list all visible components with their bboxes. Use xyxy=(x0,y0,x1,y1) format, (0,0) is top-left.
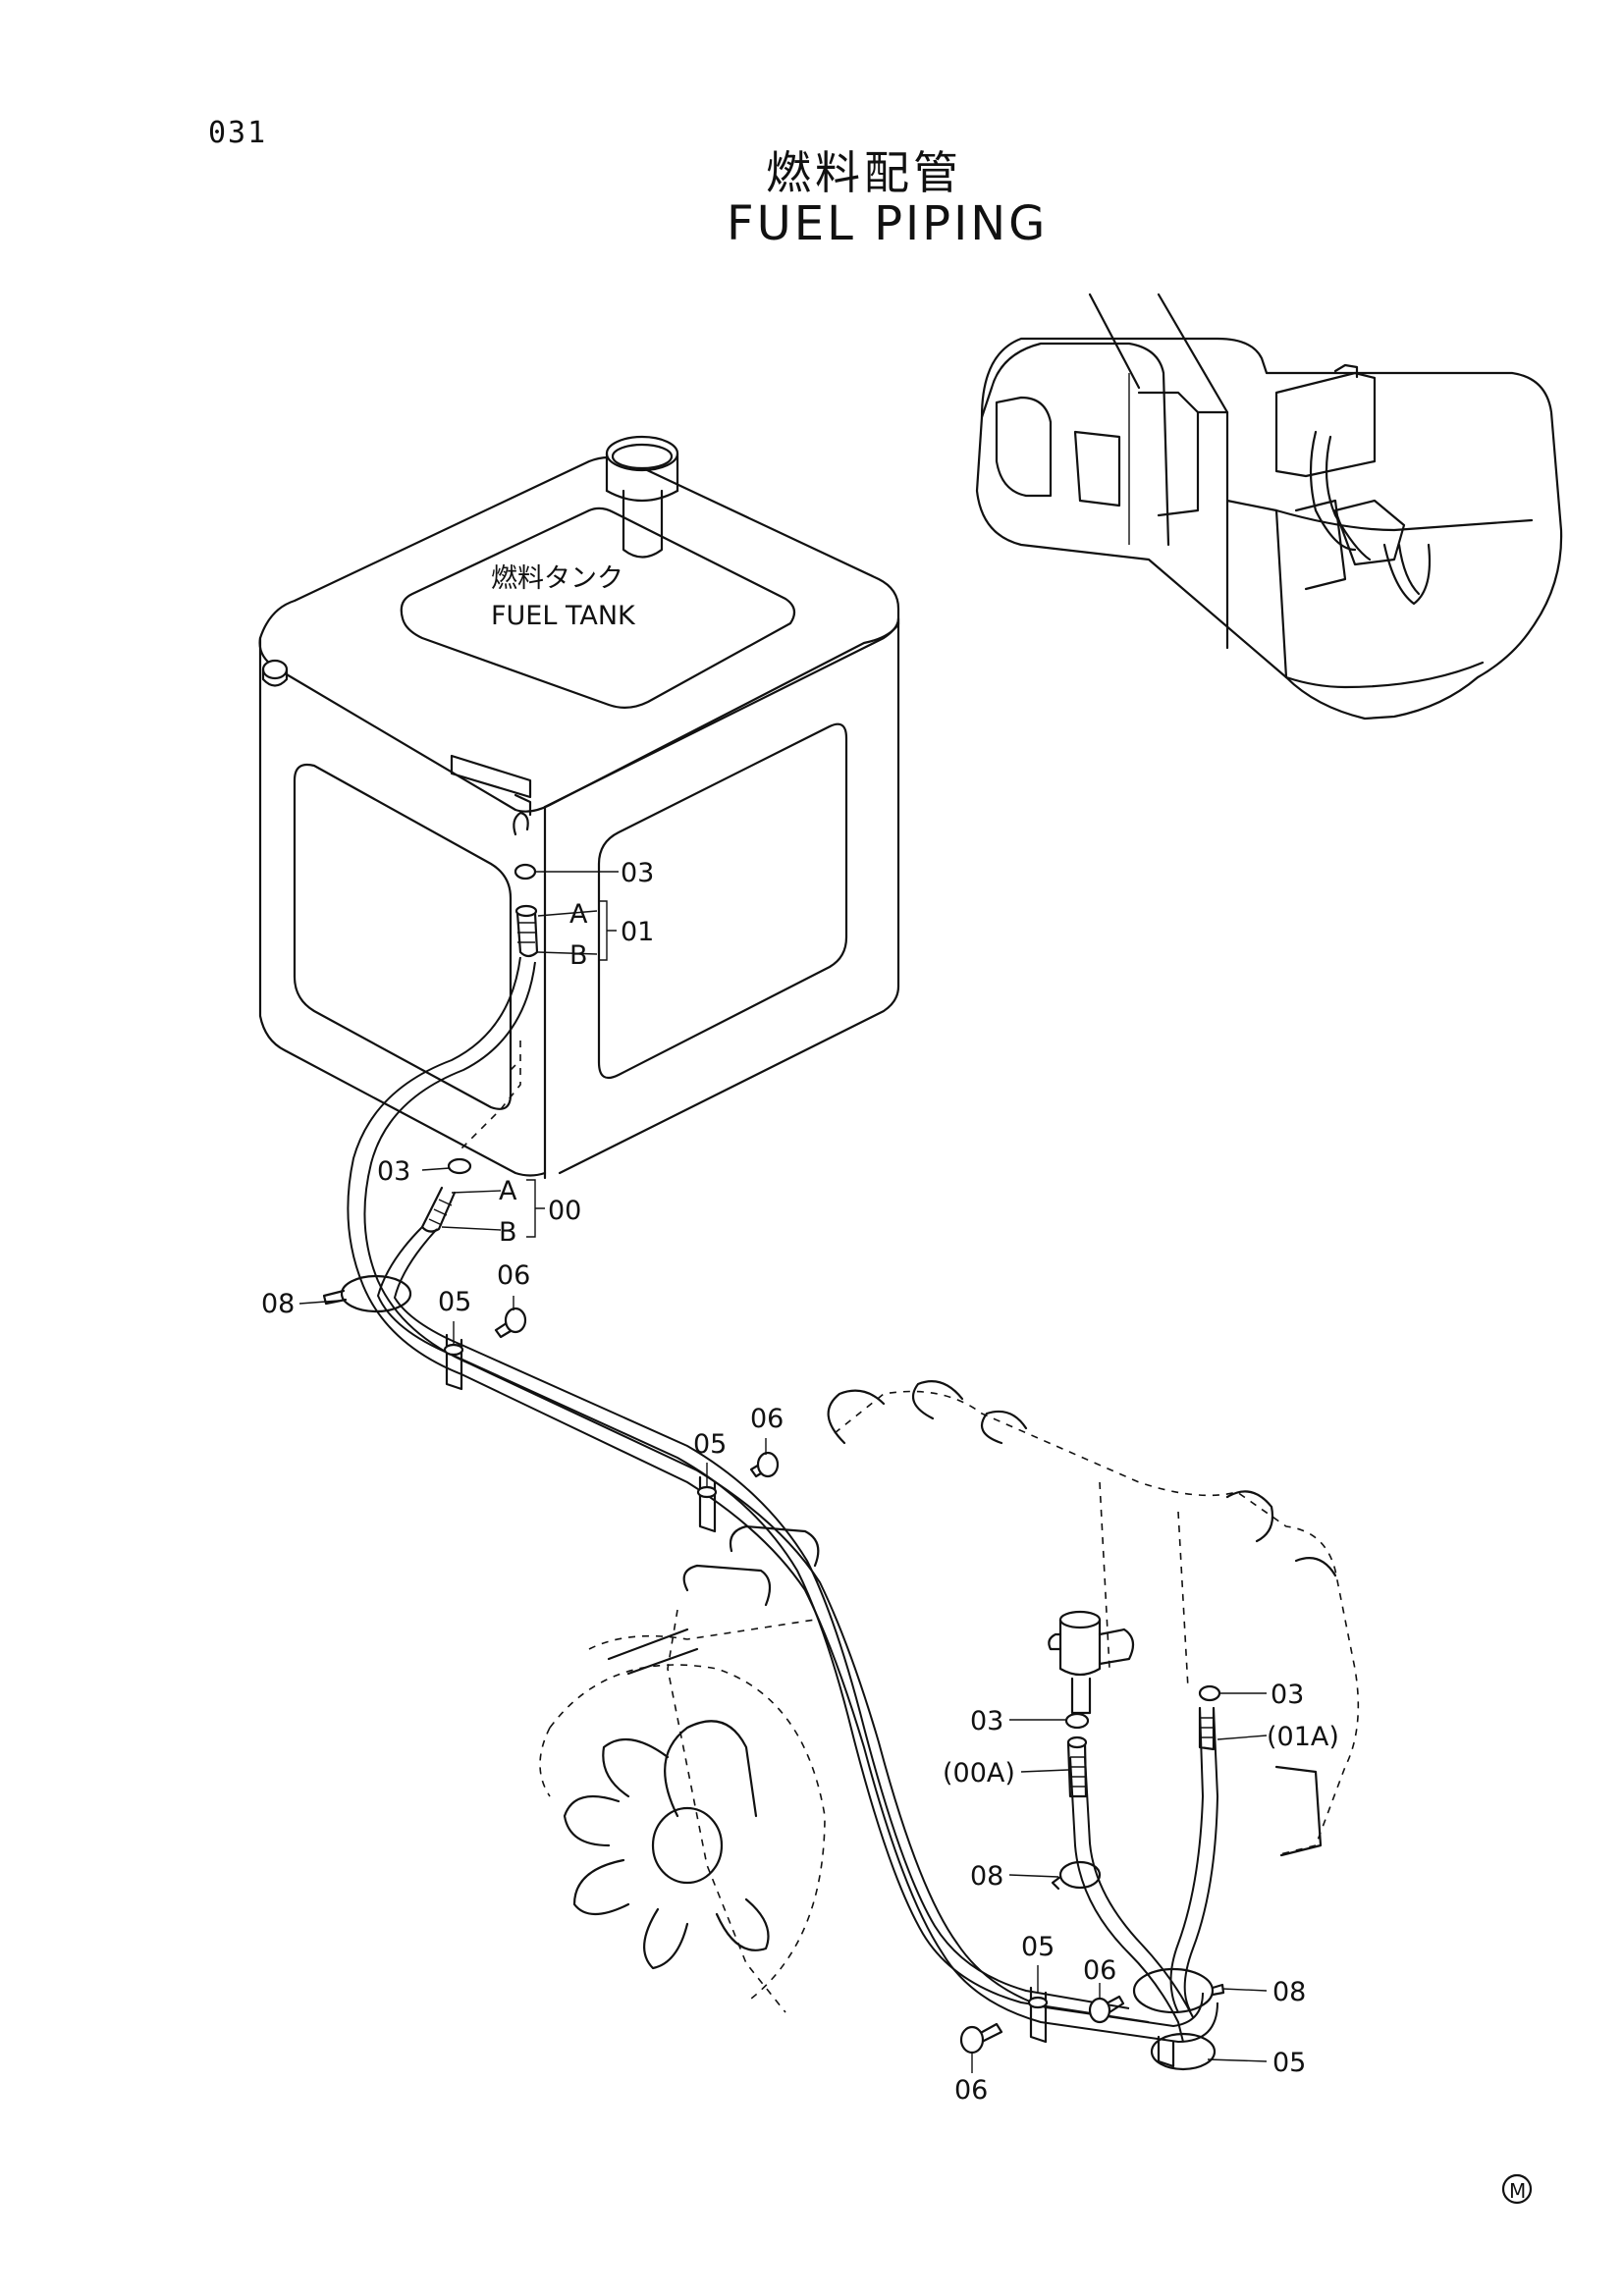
callout-03-mid: 03 xyxy=(377,1156,410,1187)
fuel-tank: 燃料タンク FUEL TANK xyxy=(258,435,900,1180)
callout-00-a: A xyxy=(499,1176,517,1206)
callout-08-right: 08 xyxy=(1272,1977,1306,2007)
fuel-filter-head xyxy=(1048,1610,1135,1715)
callout-05-mid: 05 xyxy=(693,1429,727,1460)
page-title-english: FUEL PIPING xyxy=(727,196,1049,251)
callout-01-b: B xyxy=(569,940,588,971)
callout-01a: (01A) xyxy=(1267,1722,1339,1752)
callout-03-right: 03 xyxy=(1271,1680,1304,1710)
cooling-fan xyxy=(539,1628,826,2003)
callout-05-bottom: 05 xyxy=(1021,1932,1055,1962)
callout-06-bottom-mid: 06 xyxy=(1083,1955,1116,1986)
page-number: 031 xyxy=(208,116,268,150)
callout-06-left: 06 xyxy=(497,1260,530,1291)
callout-01: 01 xyxy=(621,917,654,947)
callout-05-left: 05 xyxy=(438,1287,471,1317)
callout-01-a: A xyxy=(569,899,588,930)
fuel-tank-label-japanese: 燃料タンク xyxy=(491,563,623,594)
leader-lines xyxy=(298,871,1268,2073)
callout-03-pump: 03 xyxy=(970,1706,1003,1736)
engine xyxy=(539,1380,1360,2013)
callout-06-bottom: 06 xyxy=(954,2075,988,2106)
fittings-and-clamps xyxy=(322,863,1225,2071)
excavator-overview-inset xyxy=(975,293,1563,721)
circled-m-mark: M xyxy=(1501,2173,1533,2205)
page-title-japanese: 燃料配管 xyxy=(766,146,962,199)
callout-08-left: 08 xyxy=(261,1289,295,1319)
callout-00a: (00A) xyxy=(943,1758,1015,1789)
callout-00: 00 xyxy=(548,1196,581,1226)
callout-00-b: B xyxy=(499,1217,517,1248)
callout-labels: 03 A B 01 03 A B 00 08 05 06 06 05 03 (0… xyxy=(261,858,1339,2106)
mark-letter: M xyxy=(1509,2179,1526,2203)
callout-05-right: 05 xyxy=(1272,2048,1306,2078)
callout-06-mid: 06 xyxy=(750,1404,784,1434)
fuel-tank-label-english: FUEL TANK xyxy=(491,601,636,631)
callout-03-top: 03 xyxy=(621,858,654,888)
fuel-hoses xyxy=(347,956,1219,2044)
callout-08-pump: 08 xyxy=(970,1861,1003,1892)
